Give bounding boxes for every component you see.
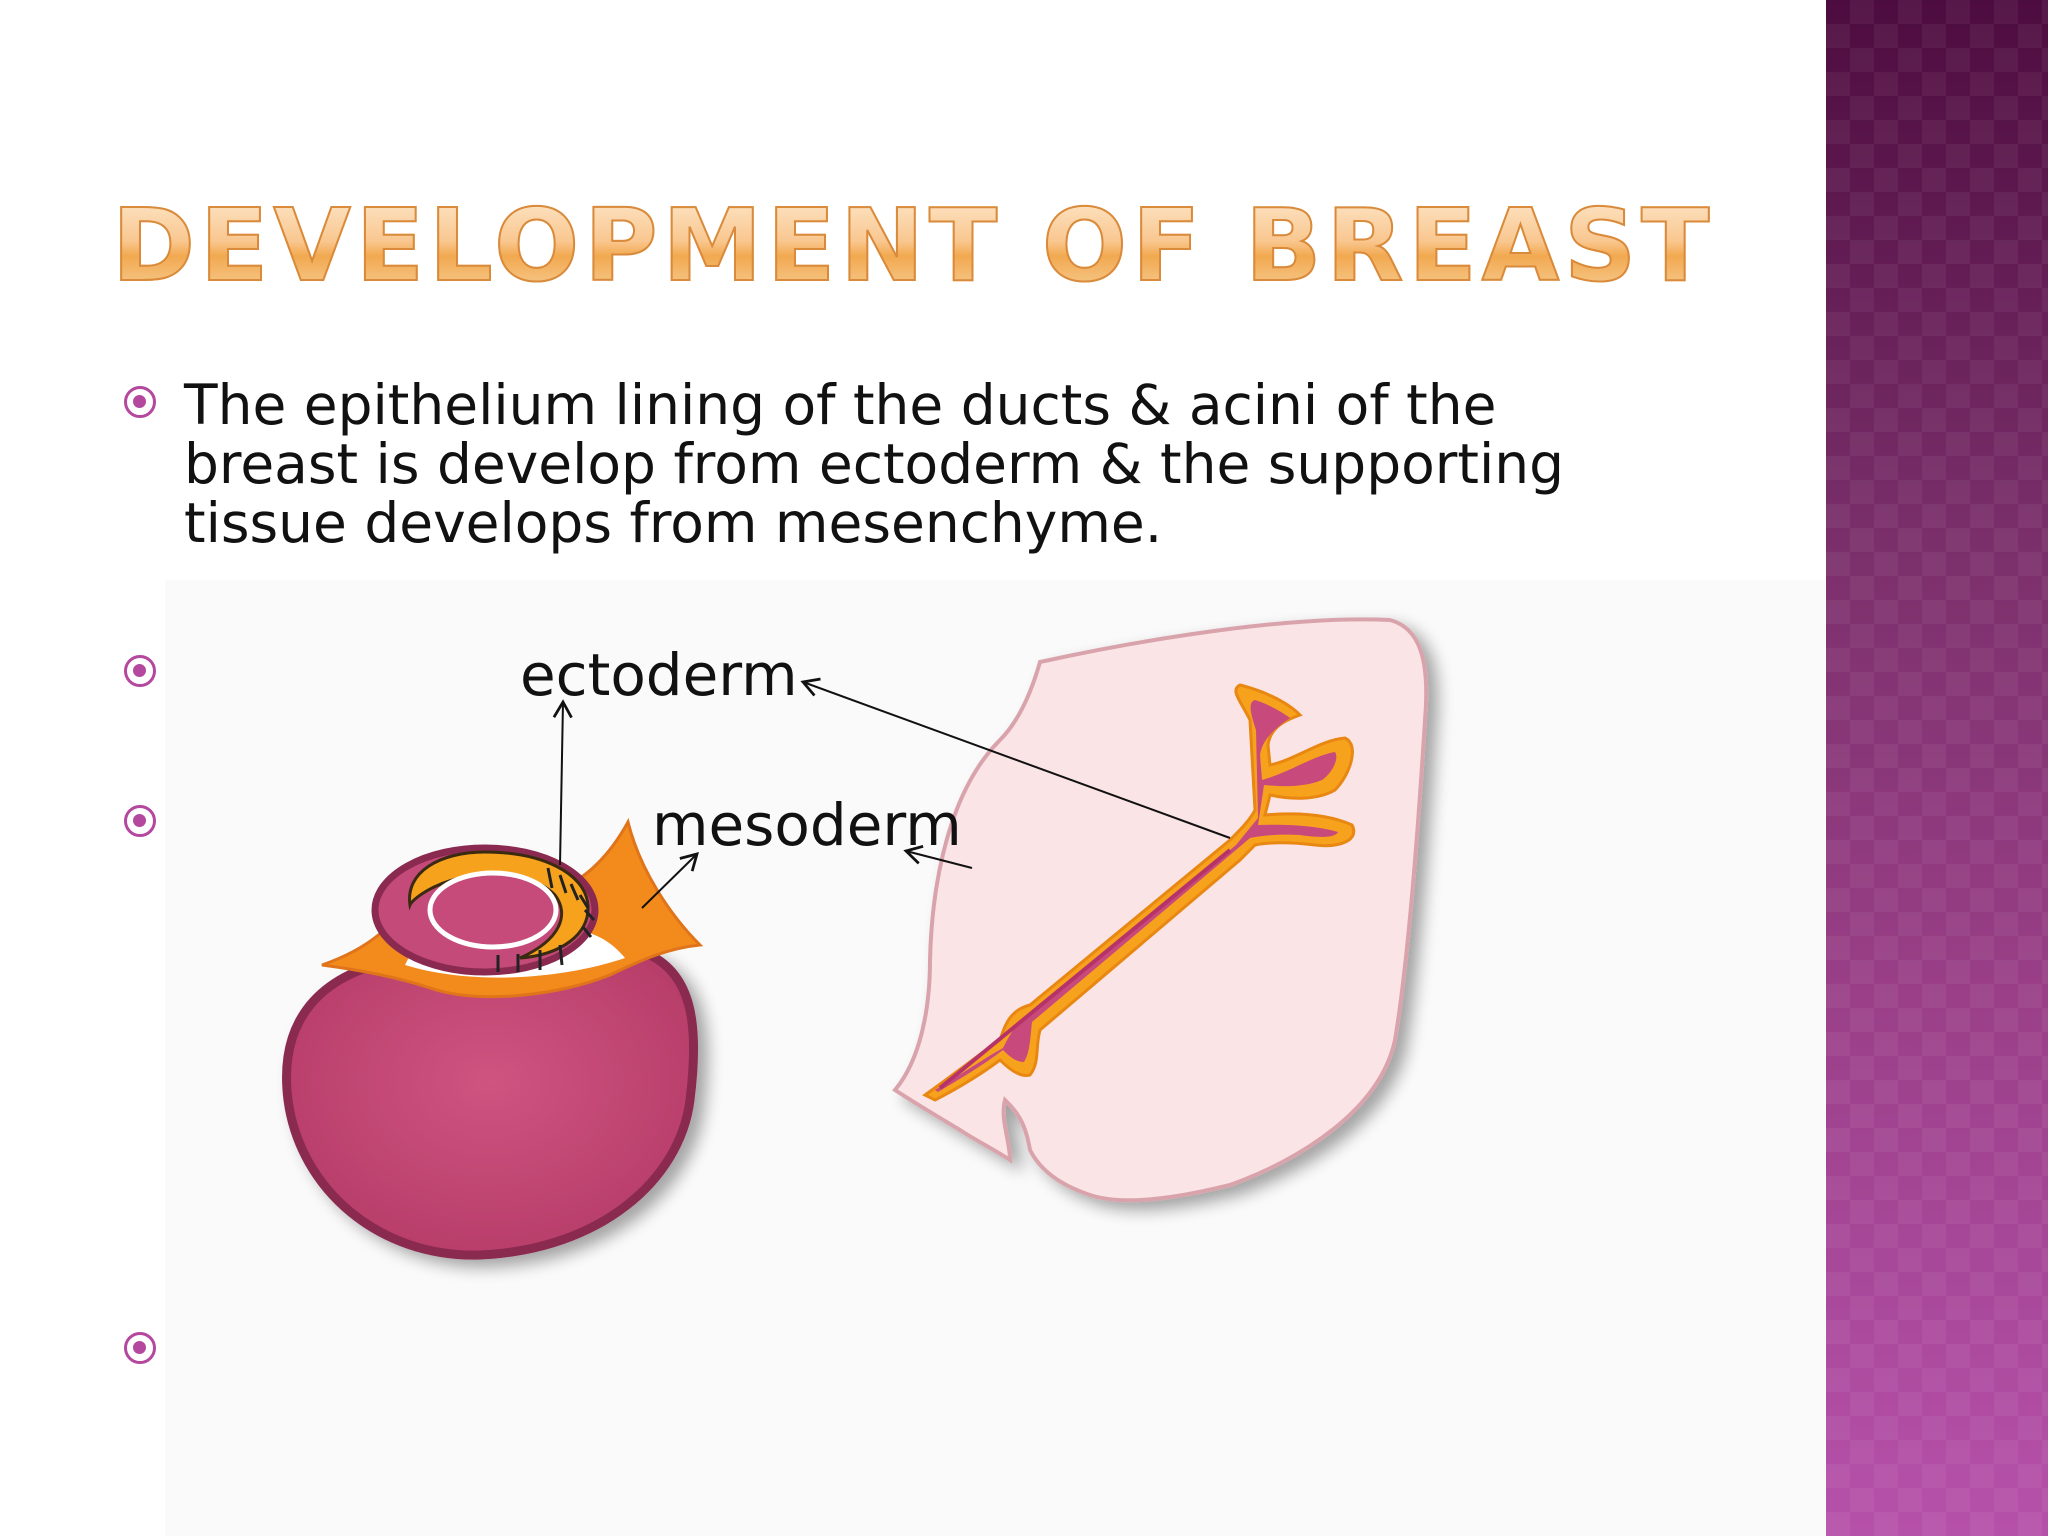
duct-core-line: [938, 848, 1232, 1090]
embryo-cross-section: [282, 817, 704, 1260]
bullet-2-icon: [124, 655, 156, 687]
mesoderm-arrow-left: [641, 852, 699, 909]
lactiferous-duct-outer: [922, 683, 1356, 1102]
decorative-side-band: [1826, 0, 2048, 1536]
ectoderm-arrow-right: [800, 677, 1231, 839]
ectoderm-stripes: [496, 867, 596, 972]
label-arrows: [552, 677, 1231, 909]
bullet-1-icon: [124, 386, 156, 418]
ectoderm-arrow-left: [552, 699, 573, 866]
slide-title: DEVELOPMENT OF BREAST: [111, 187, 1715, 304]
breast-tissue-section: [892, 617, 1429, 1203]
mesoderm-label: mesoderm: [652, 791, 962, 859]
bullet-3-icon: [124, 805, 156, 837]
bullet-4-icon: [124, 1332, 156, 1364]
neural-tube-inner: [427, 870, 559, 950]
ectoderm-label: ectoderm: [520, 641, 798, 709]
mesoderm-arrow-right: [903, 844, 973, 869]
body-text: The epithelium lining of the ducts & aci…: [184, 373, 1564, 555]
